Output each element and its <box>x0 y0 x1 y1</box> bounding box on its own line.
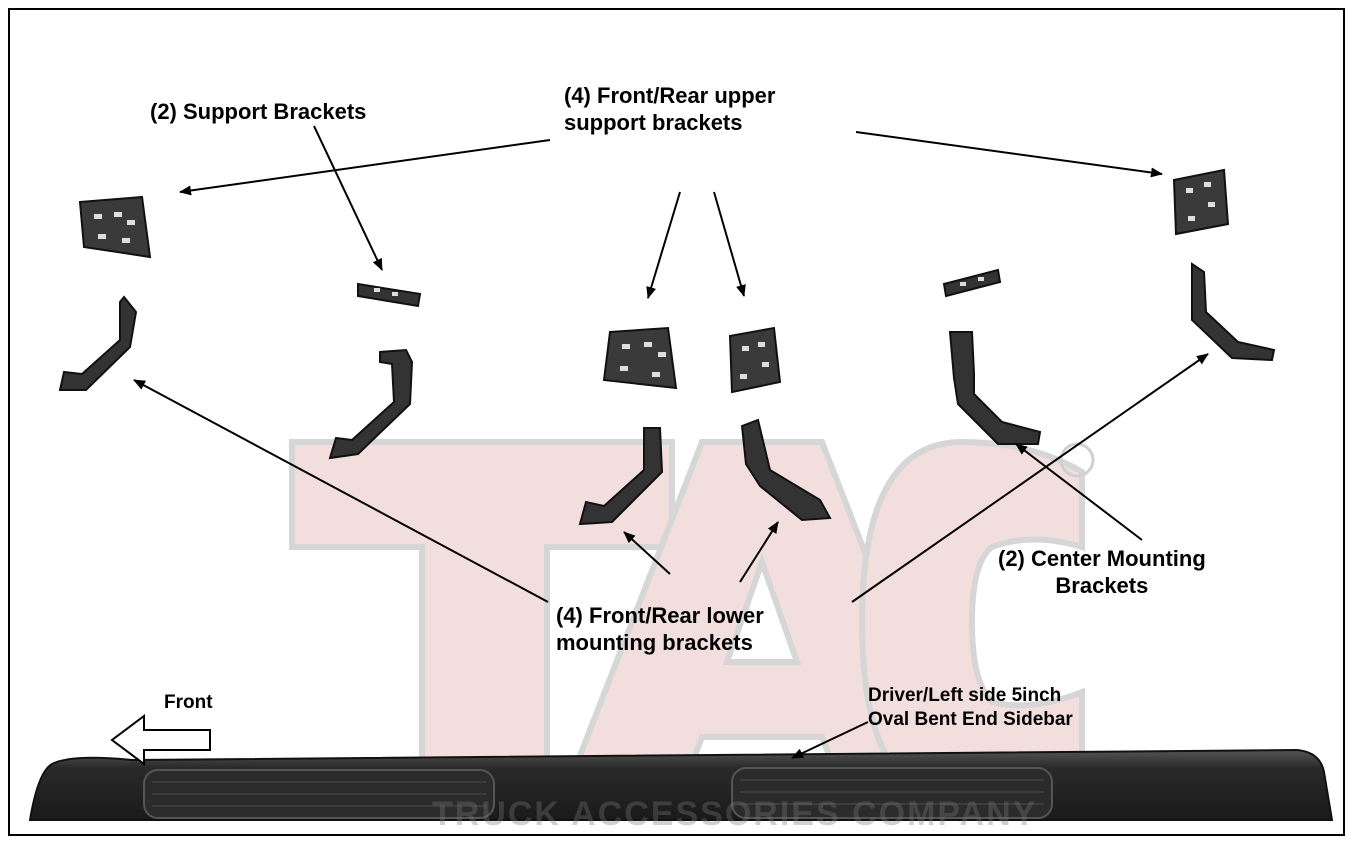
center-mounting-bracket-2 <box>948 331 1042 445</box>
upper-support-bracket-2 <box>602 326 678 390</box>
front-direction-arrow <box>110 714 211 766</box>
arrow-lower-4 <box>851 353 1209 603</box>
arrow-lower-3 <box>739 521 779 583</box>
upper-support-bracket-1 <box>78 195 152 259</box>
arrow-upper-right <box>855 131 1163 178</box>
support-bracket-2 <box>942 268 1002 298</box>
label-support-brackets: (2) Support Brackets <box>150 99 367 124</box>
lower-mounting-bracket-3 <box>740 418 832 522</box>
arrow-upper-left <box>179 139 551 196</box>
arrow-support-bracket <box>313 125 383 271</box>
label-sidebar: Driver/Left side 5inch Oval Bent End Sid… <box>868 685 1073 730</box>
watermark-letter-c <box>858 438 1085 806</box>
lower-mounting-bracket-2 <box>578 427 664 526</box>
upper-support-bracket-3 <box>728 326 782 394</box>
watermark-logo <box>289 438 1095 806</box>
support-bracket-1 <box>357 282 422 308</box>
label-front: Front <box>164 692 213 713</box>
arrow-center <box>1015 443 1143 541</box>
label-center-brackets: (2) Center Mounting Brackets <box>998 546 1206 598</box>
center-mounting-bracket-1 <box>328 348 414 460</box>
label-lower-brackets: (4) Front/Rear lower mounting brackets <box>556 603 764 655</box>
upper-support-bracket-4 <box>1172 168 1230 236</box>
lower-mounting-bracket-4 <box>1191 262 1276 362</box>
label-upper-brackets: (4) Front/Rear upper support brackets <box>564 83 776 135</box>
arrow-sidebar <box>791 721 869 759</box>
arrow-lower-2 <box>623 531 671 575</box>
diagram-frame: TRUCK ACCESSORIES COMPANY (2) Support Br… <box>8 8 1345 836</box>
arrow-lower-1 <box>133 379 549 603</box>
arrow-upper-mid-1 <box>646 191 681 299</box>
registered-mark-icon <box>1059 442 1095 478</box>
lower-mounting-bracket-1 <box>58 295 138 391</box>
watermark-tagline: TRUCK ACCESSORIES COMPANY <box>432 795 1038 833</box>
oval-sidebar <box>28 748 1334 821</box>
arrow-upper-mid-2 <box>713 191 746 297</box>
parts-diagram <box>28 125 1334 821</box>
